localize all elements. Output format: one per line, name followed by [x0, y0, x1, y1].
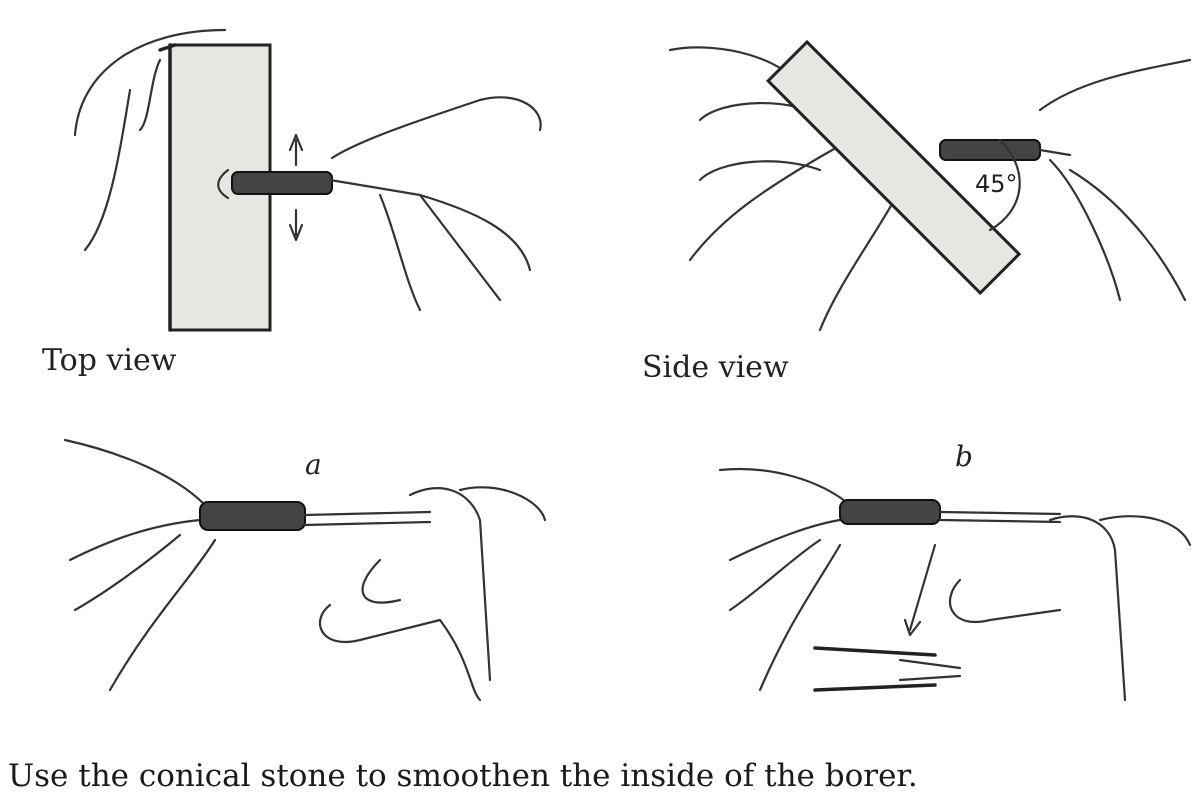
panel-a-drawing [63, 438, 547, 702]
borer-screw [839, 499, 941, 525]
angle-label: 45° [975, 170, 1018, 198]
sharpening-stone [765, 39, 1022, 296]
top-view-label: Top view [42, 343, 177, 378]
borer-screw [231, 171, 333, 195]
side-view-label: Side view [642, 350, 789, 385]
top-view-drawing [73, 28, 542, 332]
borer-screw [199, 501, 306, 531]
side-view-drawing [668, 39, 1192, 332]
panel-a-label: a [305, 448, 322, 481]
panel-b-drawing [718, 468, 1192, 702]
borer-screw [939, 139, 1041, 161]
caption: Use the conical stone to smoothen the in… [8, 758, 918, 794]
panel-b-label: b [955, 440, 973, 473]
